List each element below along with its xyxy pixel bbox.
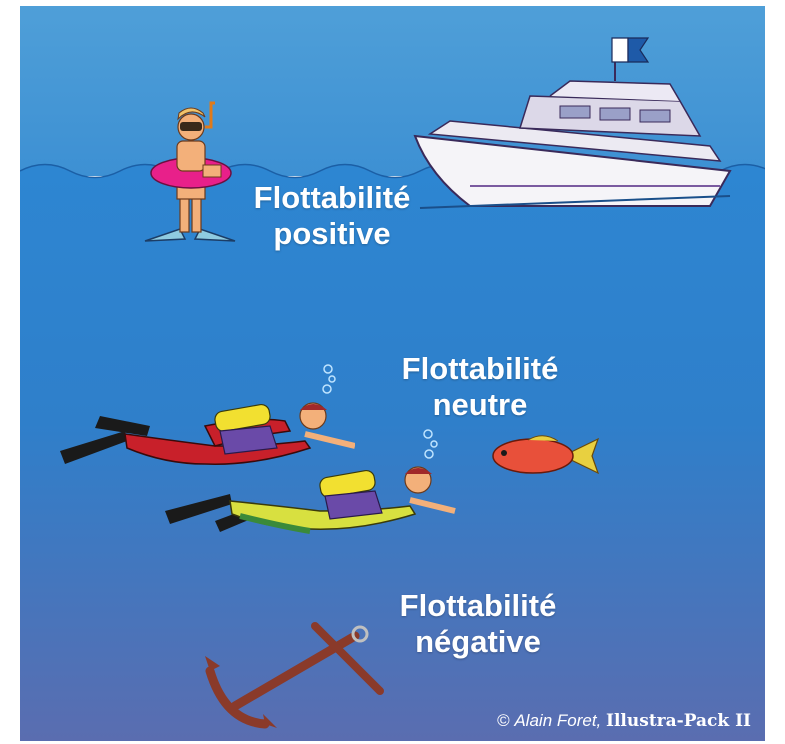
label-neutre-line1: Flottabilité: [401, 351, 559, 386]
credit-brand: Illustra-Pack II: [606, 711, 751, 731]
copyright-symbol: ©: [497, 711, 510, 730]
label-positive-buoyancy: Flottabilité positive: [232, 180, 432, 251]
label-negative-buoyancy: Flottabilité négative: [358, 588, 598, 659]
label-negative-line1: Flottabilité: [399, 588, 557, 623]
dive-flag-icon: [611, 37, 650, 63]
label-positive-line2: positive: [273, 215, 391, 251]
bubbles-icon: [322, 364, 336, 394]
fish-icon: [492, 435, 600, 475]
buoyancy-illustration: Flottabilité positive Flottabilité neutr…: [20, 6, 765, 741]
anchor-icon: [205, 622, 384, 729]
snorkeler-icon: [144, 101, 236, 242]
diver-icon: [165, 466, 456, 534]
diver-icon: [60, 402, 355, 465]
label-neutre-line2: neutre: [432, 386, 528, 422]
credit-author: Alain Foret,: [514, 711, 602, 730]
label-negative-line2: négative: [415, 623, 541, 659]
boat-icon: [413, 41, 732, 209]
bubbles-icon: [423, 429, 438, 459]
label-positive-line1: Flottabilité: [253, 180, 411, 215]
copyright-credit: © Alain Foret, Illustra-Pack II: [497, 711, 751, 731]
label-neutral-buoyancy: Flottabilité neutre: [350, 351, 610, 422]
